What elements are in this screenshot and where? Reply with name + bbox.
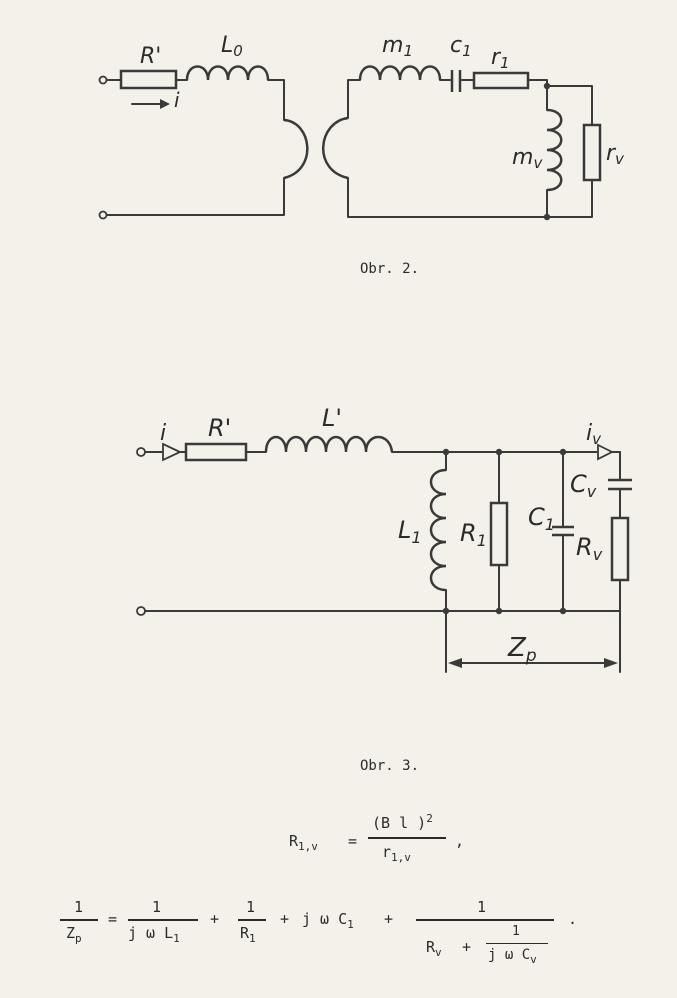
wire (347, 79, 361, 119)
eq2-t2-num: 1 (246, 898, 256, 916)
coupling-arc-left (283, 118, 309, 180)
label-l1: L1 (398, 516, 422, 547)
eq2-equals: = (108, 910, 118, 928)
eq2-plus-1: + (210, 910, 220, 928)
label-zp: Zp (507, 633, 537, 666)
eq2-t4-inner-num: 1 (512, 924, 520, 939)
inductor-l1 (429, 468, 447, 592)
current-arrowhead-iv (597, 443, 615, 461)
eq2-t4-den-a: Rv (426, 938, 442, 959)
figure-2-caption: Obr. 2. (360, 261, 420, 277)
eq2-t4-bar (416, 919, 554, 921)
eq1-trailing-comma: , (455, 832, 465, 850)
capacitor-c1 (450, 70, 462, 92)
resistor-r1 (472, 71, 530, 90)
eq2-t4-num: 1 (477, 898, 487, 916)
terminal-input-top (98, 75, 108, 85)
label-rv: Rv (576, 533, 603, 564)
label-r1: R1 (460, 519, 487, 550)
eq2-t2-bar (238, 919, 266, 921)
current-arrowhead (160, 99, 170, 109)
eq2-t4-inner-den: j ω Cv (488, 947, 537, 966)
resistor-r1 (489, 501, 509, 567)
label-c1: C1 (528, 503, 555, 534)
label-m1: m1 (382, 33, 413, 60)
inductor-mv (546, 108, 563, 192)
eq2-t4-inner-bar (486, 943, 548, 945)
terminal-input-bottom (98, 210, 108, 220)
capacitor-c1 (552, 525, 574, 537)
label-rv: rv (606, 141, 625, 168)
eq2-lhs-num: 1 (74, 898, 84, 916)
eq2-t4-den-plus: + (462, 938, 472, 956)
label-l-prime: L' (322, 404, 342, 432)
wire (106, 177, 285, 216)
eq2-plus-2: + (280, 910, 290, 928)
wire (546, 179, 593, 218)
figure-3-caption: Obr. 3. (360, 758, 420, 774)
label-mv: mv (512, 145, 543, 172)
label-r-prime: R' (140, 44, 161, 69)
eq2-plus-3: + (384, 910, 394, 928)
eq2-t1-den: j ω L1 (128, 924, 180, 945)
label-cv: Cv (570, 470, 597, 501)
junction-dot (543, 213, 551, 221)
label-current-i: i (160, 421, 166, 446)
eq2-t2-den: R1 (240, 924, 256, 945)
capacitor-cv (608, 478, 632, 491)
eq1-fraction-bar (368, 837, 446, 839)
wire (267, 79, 285, 121)
label-iv: iv (586, 421, 602, 448)
inductor-m1 (358, 65, 442, 81)
label-r1: r1 (491, 45, 510, 72)
eq1-lhs: R1,v (289, 832, 318, 853)
dimension-extension (445, 610, 621, 673)
label-current-i: i (174, 88, 180, 112)
eq2-lhs-bar (60, 919, 98, 921)
terminal-input-top (136, 447, 146, 457)
resistor-r-prime (119, 69, 178, 90)
label-r-prime: R' (208, 414, 231, 442)
eq2-t1-bar (128, 919, 198, 921)
current-arrowhead (162, 442, 183, 462)
eq2-t3: j ω C1 (302, 910, 354, 931)
coupling-arc-right (322, 116, 349, 180)
eq1-equals: = (348, 832, 358, 850)
label-c1: c1 (450, 33, 472, 60)
inductor-l-prime (264, 435, 394, 453)
resistor-rv (582, 123, 602, 182)
wire (347, 177, 548, 218)
resistor-r-prime (184, 442, 248, 462)
eq2-lhs-den: Zp (66, 924, 82, 945)
eq1-denominator: r1,v (382, 843, 411, 864)
dimension-arrowhead-right (604, 658, 618, 668)
eq1-numerator: (B l )2 (372, 812, 433, 832)
eq2-t1-num: 1 (152, 898, 162, 916)
dimension-arrowhead-left (448, 658, 462, 668)
terminal-input-bottom (136, 606, 146, 616)
label-l0: L0 (221, 33, 243, 60)
inductor-l0 (185, 65, 270, 81)
resistor-rv (610, 516, 630, 582)
eq2-trailing-period: . (568, 910, 578, 928)
